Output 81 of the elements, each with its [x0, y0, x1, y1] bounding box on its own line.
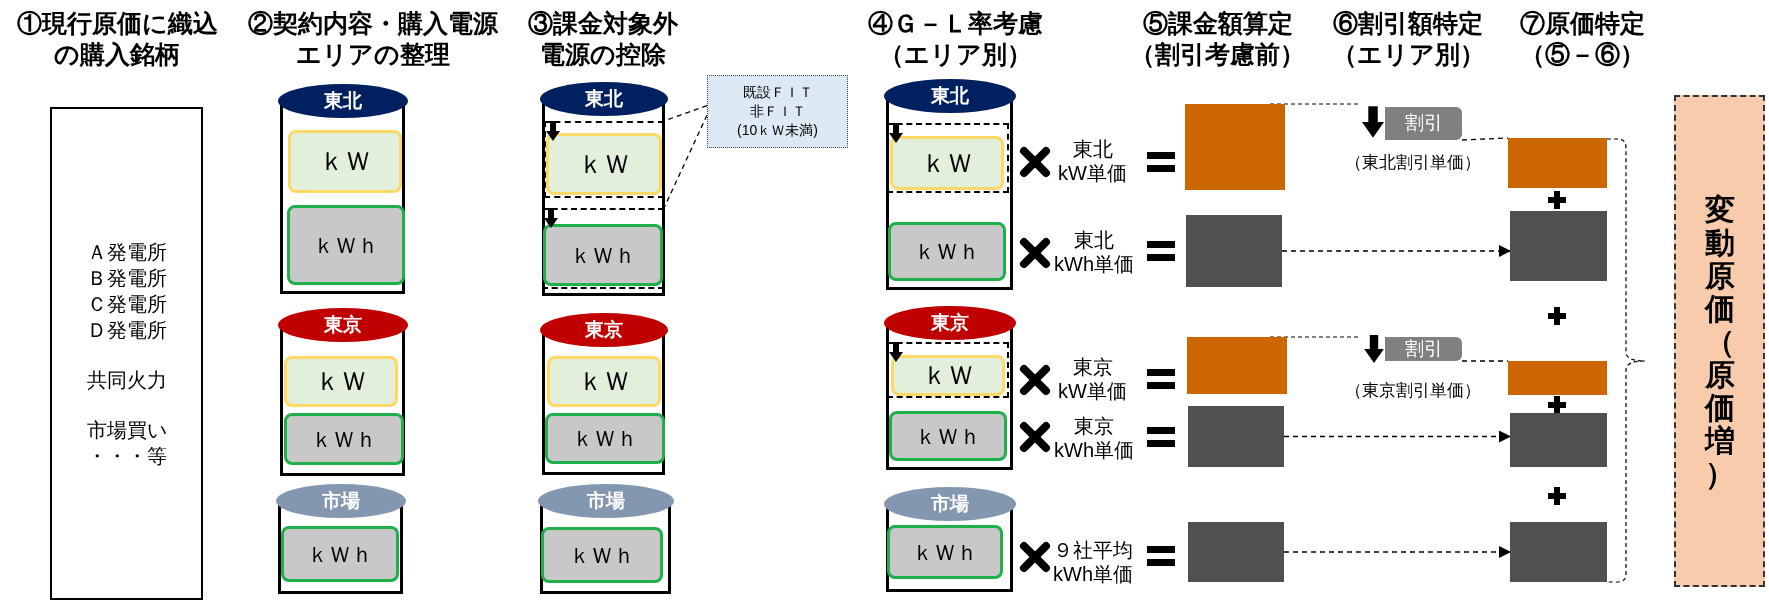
source-name: Ａ発電所 — [85, 239, 168, 265]
kwh-box: ｋＷｈ — [889, 411, 1007, 461]
callout-text: 非ＦＩＴ — [749, 102, 806, 121]
unit-price-label: ９社平均 kWh単価 — [1052, 538, 1134, 586]
dashed-box — [887, 342, 1009, 398]
cost-block — [1510, 522, 1607, 582]
cost-block — [1186, 215, 1282, 287]
dashed-arrow — [1281, 245, 1511, 257]
leader-line — [1461, 360, 1509, 362]
cost-block — [1188, 522, 1284, 582]
callout-box — [707, 75, 848, 148]
cylinder — [884, 487, 1016, 592]
column-heading: ②契約内容・購入電源エリアの整理 — [246, 8, 499, 71]
kwh-box: ｋＷｈ — [888, 222, 1006, 281]
kwh-box: ｋＷｈ — [287, 205, 405, 285]
discount-price-label: （東京割引単価） — [1344, 380, 1481, 402]
cost-block — [1510, 413, 1607, 467]
cost-block — [1508, 361, 1607, 395]
column-heading: ⑥割引額特定（エリア別） — [1330, 8, 1486, 71]
column-heading: ③課金対象外電源の控除 — [526, 8, 679, 71]
cylinder — [538, 484, 674, 594]
unit-price-label: 東北 kW単価 — [1057, 137, 1128, 185]
unit-price-label: 東北 kWh単価 — [1053, 228, 1135, 276]
kwh-box: ｋＷｈ — [887, 525, 1003, 579]
kwh-box: ｋＷｈ — [284, 413, 404, 465]
column-heading: ①現行原価に織込の購入銘柄 — [15, 8, 219, 71]
total-cost-box — [1674, 95, 1765, 587]
cylinder — [884, 79, 1016, 290]
cylinder — [540, 82, 668, 296]
cost-block — [1188, 406, 1284, 467]
unit-price-label: 東京 kWh単価 — [1053, 414, 1135, 462]
column-heading: ⑤課金額算定（割引考慮前） — [1129, 8, 1306, 71]
source-name: Ｂ発電所 — [85, 265, 168, 291]
unit-price-label: 東京 kW単価 — [1057, 355, 1128, 403]
area-header: 東北 — [278, 84, 408, 118]
cost-block — [1508, 138, 1607, 188]
dashed-arrow — [1283, 430, 1511, 443]
cost-block — [1187, 337, 1287, 394]
cost-block — [1510, 211, 1607, 281]
kw-box: ｋＷ — [547, 356, 661, 407]
cylinder — [276, 484, 406, 594]
kwh-box: ｋＷｈ — [281, 526, 399, 582]
kw-box: ｋＷ — [284, 356, 398, 407]
kw-box: ｋＷ — [288, 130, 402, 193]
discount-tag: 割引 — [1385, 337, 1462, 361]
kwh-box: ｋＷｈ — [543, 224, 663, 286]
kw-box: ｋＷ — [546, 133, 662, 195]
area-header: 東北 — [884, 79, 1016, 113]
area-header: 東京 — [278, 308, 408, 342]
callout-text: (10ｋＷ未満) — [737, 120, 818, 140]
cylinder — [884, 306, 1016, 470]
source-name: 市場買い・・・等 — [85, 417, 168, 469]
area-header: 東京 — [884, 306, 1016, 340]
dashed-box — [544, 121, 664, 198]
source-name: Ｄ発電所 — [85, 317, 168, 343]
dashed-box — [542, 208, 664, 289]
source-list-box — [50, 107, 203, 600]
column-heading: ④Ｇ－Ｌ率考慮（エリア別） — [867, 8, 1044, 71]
discount-price-label: （東北割引単価） — [1344, 152, 1481, 174]
area-header: 東北 — [540, 82, 668, 116]
area-header: 東京 — [540, 313, 668, 347]
cost-block — [1185, 104, 1285, 190]
discount-tag: 割引 — [1385, 107, 1462, 140]
kwh-box: ｋＷｈ — [541, 527, 663, 583]
kw-box: ｋＷ — [890, 136, 1004, 190]
column-heading: ⑦原価特定（⑤－⑥） — [1519, 8, 1646, 71]
cylinder — [540, 313, 668, 475]
dashed-arrow — [1283, 546, 1511, 558]
vertical-text: 変動原価（原価増） — [1704, 192, 1735, 490]
callout-text: 既設ＦＩＴ — [742, 83, 813, 103]
area-header: 市場 — [276, 484, 406, 518]
source-name: 共同火力 — [85, 367, 168, 393]
area-header: 市場 — [884, 487, 1016, 521]
source-name: Ｃ発電所 — [85, 291, 168, 317]
kw-box: ｋＷ — [891, 355, 1005, 396]
kwh-box: ｋＷｈ — [545, 413, 665, 464]
leader-line — [1461, 137, 1509, 141]
cylinder — [278, 84, 408, 294]
dashed-box — [887, 123, 1009, 193]
area-header: 市場 — [538, 484, 674, 518]
cylinder — [278, 308, 408, 476]
